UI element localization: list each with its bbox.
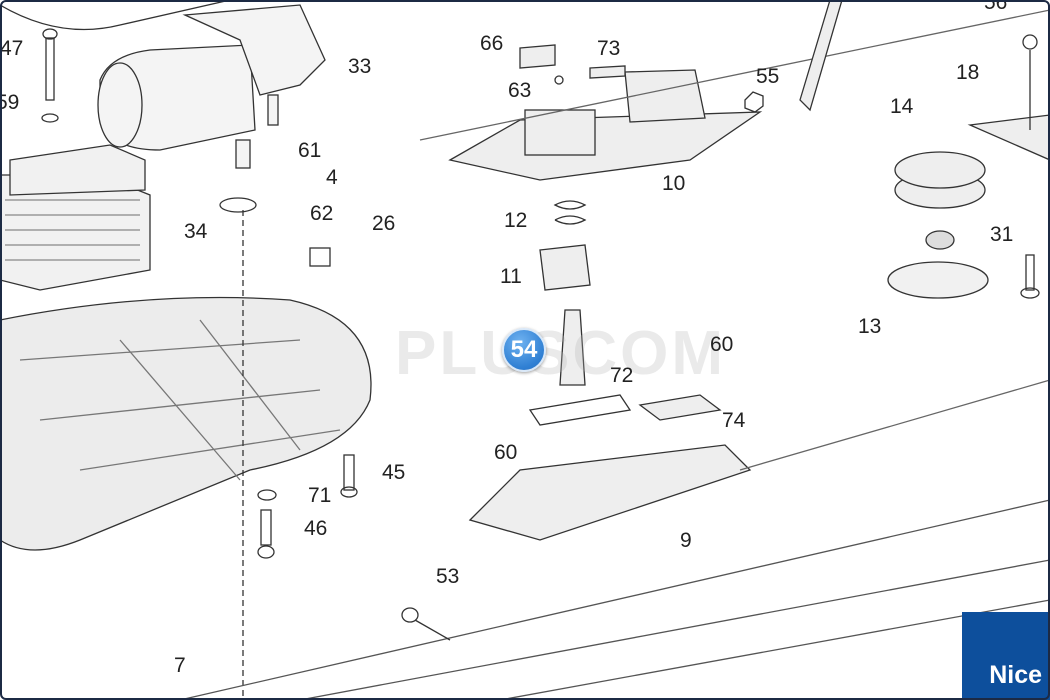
washer-4 bbox=[219, 197, 257, 213]
guide-lines bbox=[419, 9, 1050, 471]
screw-56 bbox=[1022, 34, 1038, 130]
part-label: 31 bbox=[990, 223, 1014, 246]
carriage-11 bbox=[539, 244, 591, 291]
board-10 bbox=[448, 44, 763, 181]
part-label: 18 bbox=[956, 61, 980, 84]
gear-14 bbox=[894, 151, 986, 209]
part-label: 14 bbox=[890, 95, 914, 118]
bolt-right bbox=[1020, 254, 1040, 299]
part-label: 11 bbox=[500, 265, 522, 288]
part-label: 12 bbox=[504, 209, 528, 232]
part-label: 73 bbox=[597, 37, 621, 60]
housing-edge bbox=[0, 0, 231, 31]
screw-45 bbox=[340, 454, 358, 498]
part-label: 7 bbox=[174, 654, 186, 677]
watermark: PLUSCOM bbox=[395, 319, 726, 388]
bearing-31 bbox=[925, 230, 955, 250]
base-plate bbox=[0, 296, 372, 551]
part-label: 33 bbox=[348, 55, 372, 78]
part-label: 46 bbox=[304, 517, 328, 540]
part-label: 61 bbox=[298, 139, 322, 162]
plate-72 bbox=[528, 394, 632, 426]
nut-55 bbox=[744, 91, 764, 113]
rack-9 bbox=[468, 444, 752, 541]
bracket-74 bbox=[638, 394, 722, 421]
washer-71 bbox=[257, 489, 277, 501]
part-label: 45 bbox=[382, 461, 406, 484]
pin-54 bbox=[559, 309, 586, 386]
part-label: 26 bbox=[372, 212, 396, 235]
part-label: 74 bbox=[722, 409, 746, 432]
transformer-34 bbox=[0, 144, 151, 291]
screw-47 bbox=[41, 28, 59, 123]
part-label: 4 bbox=[326, 166, 338, 189]
part-label: 10 bbox=[662, 172, 686, 195]
spring-12 bbox=[553, 200, 587, 225]
part-label: 72 bbox=[610, 364, 634, 387]
part-label: 34 bbox=[184, 220, 208, 243]
rail bbox=[179, 499, 1050, 700]
part-label: 66 bbox=[480, 32, 504, 55]
part-label: 56 bbox=[984, 0, 1008, 14]
part-label: 60 bbox=[710, 333, 734, 356]
part-label: 9 bbox=[680, 529, 692, 552]
link-bar bbox=[799, 0, 843, 112]
disc-13 bbox=[887, 261, 989, 299]
motor-33 bbox=[97, 4, 326, 169]
part-label: 47 bbox=[0, 37, 24, 60]
part-label: 59 bbox=[0, 91, 20, 114]
part-label: 55 bbox=[756, 65, 780, 88]
nice-logo: Nice bbox=[962, 612, 1050, 700]
part-label: 63 bbox=[508, 79, 532, 102]
screw-46 bbox=[257, 509, 275, 559]
part-label: 62 bbox=[310, 202, 334, 225]
part-label: 60 bbox=[494, 441, 518, 464]
screw-63 bbox=[554, 75, 564, 85]
highlighted-part-badge[interactable]: 54 bbox=[502, 328, 546, 372]
part-label: 53 bbox=[436, 565, 460, 588]
part-label: 71 bbox=[308, 484, 332, 507]
screw-53 bbox=[401, 607, 451, 641]
plate-18 bbox=[967, 114, 1050, 161]
part-26 bbox=[309, 247, 331, 267]
part-label: 13 bbox=[858, 315, 882, 338]
